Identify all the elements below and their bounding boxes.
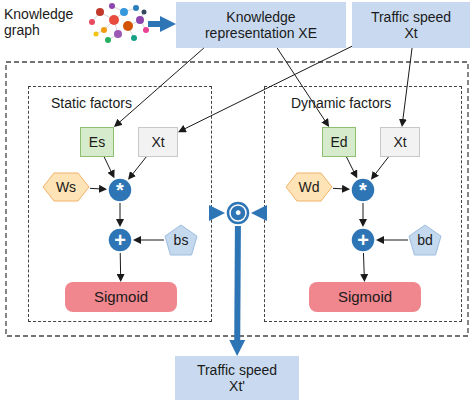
circle-fill (351, 178, 375, 202)
outer-dashed-frame (6, 62, 468, 336)
graph-dot (136, 16, 144, 24)
connector-arrow (363, 253, 365, 277)
connector-arrow (104, 157, 112, 174)
graph-dot (123, 21, 133, 31)
node-label: Wd (299, 179, 320, 195)
node-label: Es (89, 134, 105, 150)
graph-dot (120, 8, 128, 16)
flow-arrow (148, 21, 166, 27)
bias-pentagon: bs (164, 224, 198, 256)
group-heading: Static factors (51, 95, 132, 111)
connector-arrow (403, 48, 412, 122)
connector-arrow (182, 46, 352, 130)
node-label: Ws (56, 179, 76, 195)
operator-symbol: + (357, 229, 369, 252)
circle-fill (108, 228, 132, 252)
output-box: Traffic speed Xt' (175, 356, 299, 400)
operator-symbol: • (235, 204, 241, 222)
activation-box: Sigmoid (309, 282, 421, 312)
polygon-fill (409, 225, 441, 255)
connector-arrow (347, 157, 355, 174)
polygon-fill (165, 225, 197, 255)
flow-arrow (261, 210, 264, 216)
connector-arrow (90, 188, 102, 190)
product-circle: • (225, 200, 251, 226)
connector-arrow (333, 188, 345, 190)
embedding-box: Ed (322, 127, 356, 157)
node-label: Sigmoid (338, 288, 392, 305)
activation-box: Sigmoid (65, 282, 177, 312)
graph-dot (143, 27, 149, 33)
connector-arrow (381, 240, 408, 241)
graph-dot (94, 32, 99, 37)
flow-arrow (234, 226, 241, 346)
operator-circle: * (350, 177, 376, 203)
node-label: bd (417, 232, 433, 248)
connector-arrow (118, 48, 204, 124)
node-label: Knowledge representation XE (191, 9, 331, 41)
node-label: Traffic speed Xt (364, 9, 459, 41)
node-label: bs (174, 232, 189, 248)
input-box: Xt (138, 127, 178, 157)
circle-fill (226, 201, 250, 225)
operator-symbol: * (359, 179, 367, 202)
weight-hexagon: Wd (285, 172, 333, 202)
input-box: Knowledge representation XE (176, 2, 346, 48)
operator-circle: + (107, 227, 133, 253)
graph-dot (114, 30, 122, 38)
node-label: Traffic speed Xt' (190, 362, 285, 394)
group-heading: Dynamic factors (291, 95, 391, 111)
graph-dot (131, 35, 137, 41)
operator-circle: + (350, 227, 376, 253)
connector-arrow (120, 203, 121, 222)
node-label: Knowledge graph (4, 6, 84, 38)
node-label: Xt (151, 134, 164, 150)
polygon-fill (286, 173, 332, 201)
graph-dot (105, 37, 111, 43)
node-label: Xt (393, 134, 406, 150)
bias-pentagon: bd (408, 224, 442, 256)
group-box: Static factorsEs XtWs * + bsSigmoid (28, 86, 212, 322)
node-label: Ed (330, 134, 347, 150)
graph-dot (89, 19, 95, 25)
node-label: Sigmoid (94, 288, 148, 305)
graph-dot (109, 3, 115, 9)
connector-arrow (374, 157, 388, 176)
weight-hexagon: Ws (42, 172, 90, 202)
graph-dot (96, 8, 104, 16)
connector-arrow (120, 253, 121, 277)
circle-fill (108, 178, 132, 202)
knowledge-graph-illustration (89, 3, 149, 43)
embedding-box: Es (80, 127, 114, 157)
graph-dot (109, 15, 119, 25)
circle-fill (351, 228, 375, 252)
operator-symbol: + (114, 229, 126, 252)
operator-symbol: * (116, 179, 124, 202)
operator-circle: * (107, 177, 133, 203)
connector-arrow (131, 157, 146, 176)
connector-arrow (277, 48, 326, 123)
connector-arrow (363, 203, 364, 222)
group-box: Dynamic factorsEd XtWd * + bdSigmoid (264, 86, 462, 322)
graph-dot (101, 27, 107, 33)
polygon-fill (43, 173, 89, 201)
connector-arrow (138, 240, 164, 241)
graph-dot (142, 10, 147, 15)
input-box: Xt (380, 127, 420, 157)
source-label: Knowledge graph (2, 2, 148, 46)
input-box: Traffic speed Xt (352, 2, 470, 48)
flow-arrow (212, 210, 215, 216)
graph-dot (133, 5, 139, 11)
